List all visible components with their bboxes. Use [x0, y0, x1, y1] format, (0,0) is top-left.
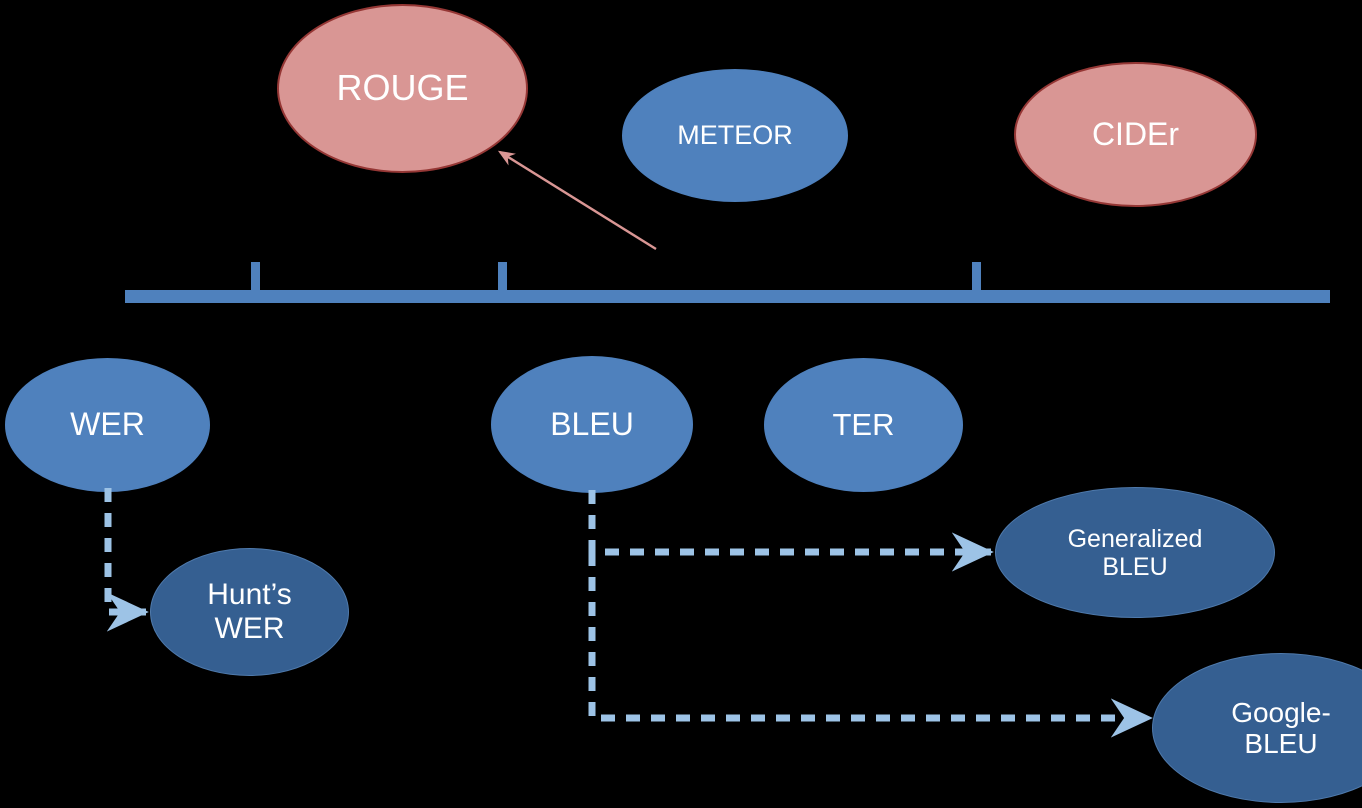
node-google-bleu-label: Google- BLEU [1231, 696, 1331, 759]
edge-bleu-to-generalized-bleu [588, 490, 994, 572]
timeline-tick-3 [972, 262, 981, 296]
node-cider[interactable]: CIDEr [1014, 62, 1257, 207]
node-cider-label: CIDEr [1091, 115, 1180, 152]
node-wer[interactable]: WER [5, 358, 210, 492]
node-meteor[interactable]: METEOR [622, 69, 848, 202]
node-wer-label: WER [70, 406, 145, 443]
node-google-bleu[interactable]: Google- BLEU [1152, 653, 1362, 803]
timeline-axis-line [125, 290, 1330, 303]
node-ter[interactable]: TER [764, 358, 963, 492]
node-generalized-bleu-label: Generalized BLEU [1067, 524, 1203, 581]
edge-wer-to-hunts-wer [104, 488, 149, 632]
node-hunts-wer-label: Hunt’s WER [207, 578, 292, 645]
edge-timeline-to-rouge [497, 150, 657, 251]
node-bleu[interactable]: BLEU [491, 356, 693, 493]
timeline-tick-1 [251, 262, 260, 296]
node-rouge[interactable]: ROUGE [277, 4, 528, 173]
node-hunts-wer[interactable]: Hunt’s WER [150, 548, 349, 676]
node-generalized-bleu[interactable]: Generalized BLEU [995, 487, 1275, 618]
node-ter-label: TER [832, 406, 895, 442]
node-meteor-label: METEOR [677, 120, 793, 151]
timeline-tick-2 [498, 262, 507, 296]
node-bleu-label: BLEU [550, 405, 634, 442]
node-rouge-label: ROUGE [336, 67, 469, 109]
